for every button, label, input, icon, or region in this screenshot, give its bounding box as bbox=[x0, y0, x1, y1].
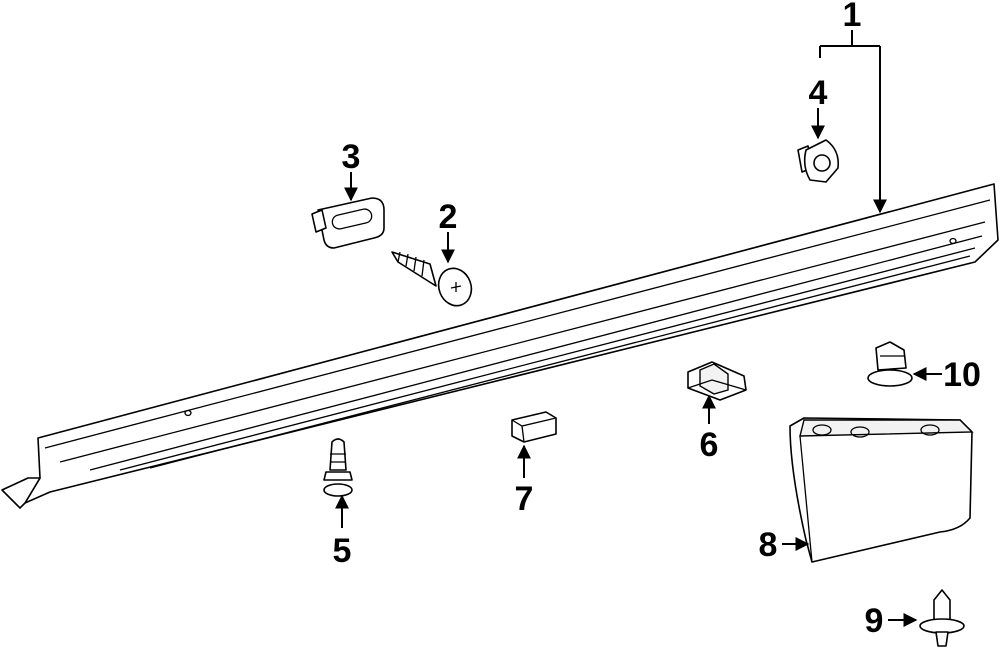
push-pin-part-9[interactable] bbox=[919, 589, 965, 647]
callout-7: 7 bbox=[515, 480, 534, 518]
callout-labels: 1 2 3 4 5 6 7 8 9 10 bbox=[333, 0, 981, 640]
clip-block-part-7[interactable] bbox=[511, 411, 557, 443]
callout-4: 4 bbox=[809, 74, 828, 112]
end-cap-part-8[interactable] bbox=[789, 417, 974, 563]
rocker-molding-part-1[interactable] bbox=[1, 183, 999, 509]
callout-3: 3 bbox=[342, 138, 361, 176]
callout-5: 5 bbox=[333, 532, 352, 570]
callout-9: 9 bbox=[865, 602, 884, 640]
callout-8: 8 bbox=[759, 526, 778, 564]
nut-clip-part-10[interactable] bbox=[867, 341, 913, 387]
nut-part-4[interactable] bbox=[797, 139, 840, 183]
leader-lines bbox=[335, 30, 942, 627]
screw-part-2[interactable] bbox=[391, 251, 477, 310]
retainer-part-6[interactable] bbox=[687, 361, 747, 401]
callout-1: 1 bbox=[843, 0, 862, 34]
callout-10: 10 bbox=[943, 356, 981, 394]
push-pin-part-5[interactable] bbox=[323, 438, 353, 497]
clip-part-3[interactable] bbox=[311, 197, 385, 249]
callout-2: 2 bbox=[439, 198, 458, 236]
callout-6: 6 bbox=[700, 426, 719, 464]
